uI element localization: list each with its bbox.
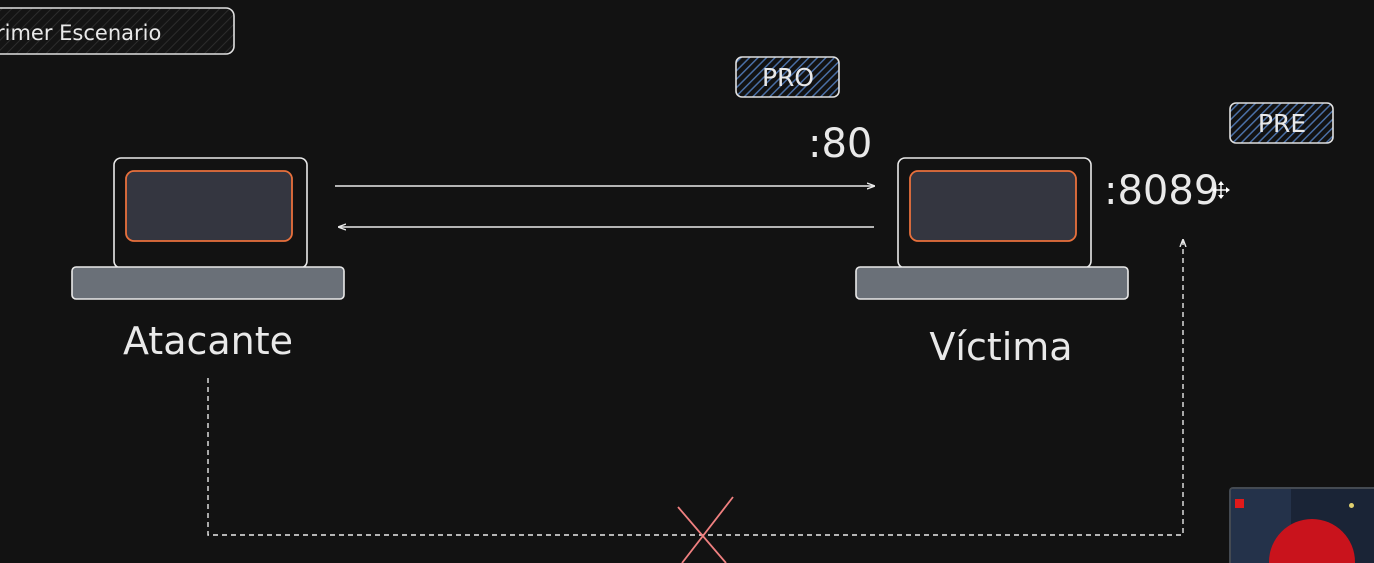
pre-tag[interactable]: PRE	[1229, 102, 1334, 144]
webcam-overlay	[1229, 487, 1374, 563]
laptop-atacante-icon[interactable]	[71, 157, 345, 300]
laptop-victima-icon[interactable]	[855, 157, 1129, 300]
dashed-path-blocked[interactable]	[207, 240, 1183, 536]
blocked-cross-icon	[677, 496, 734, 563]
pre-tag-text: PRE	[1258, 109, 1306, 138]
port-80-label: :80	[808, 121, 872, 167]
move-cursor-icon	[1212, 181, 1230, 199]
port-8089-label: :8089	[1104, 168, 1219, 214]
node-label-victima: Víctima	[929, 325, 1072, 369]
frame-title-tag[interactable]: rimer Escenario	[0, 7, 235, 55]
frame-title-text: rimer Escenario	[0, 21, 161, 45]
pro-tag[interactable]: PRO	[735, 56, 840, 98]
pro-tag-text: PRO	[762, 63, 814, 92]
record-indicator-icon	[1235, 499, 1244, 508]
node-label-atacante: Atacante	[123, 319, 293, 363]
